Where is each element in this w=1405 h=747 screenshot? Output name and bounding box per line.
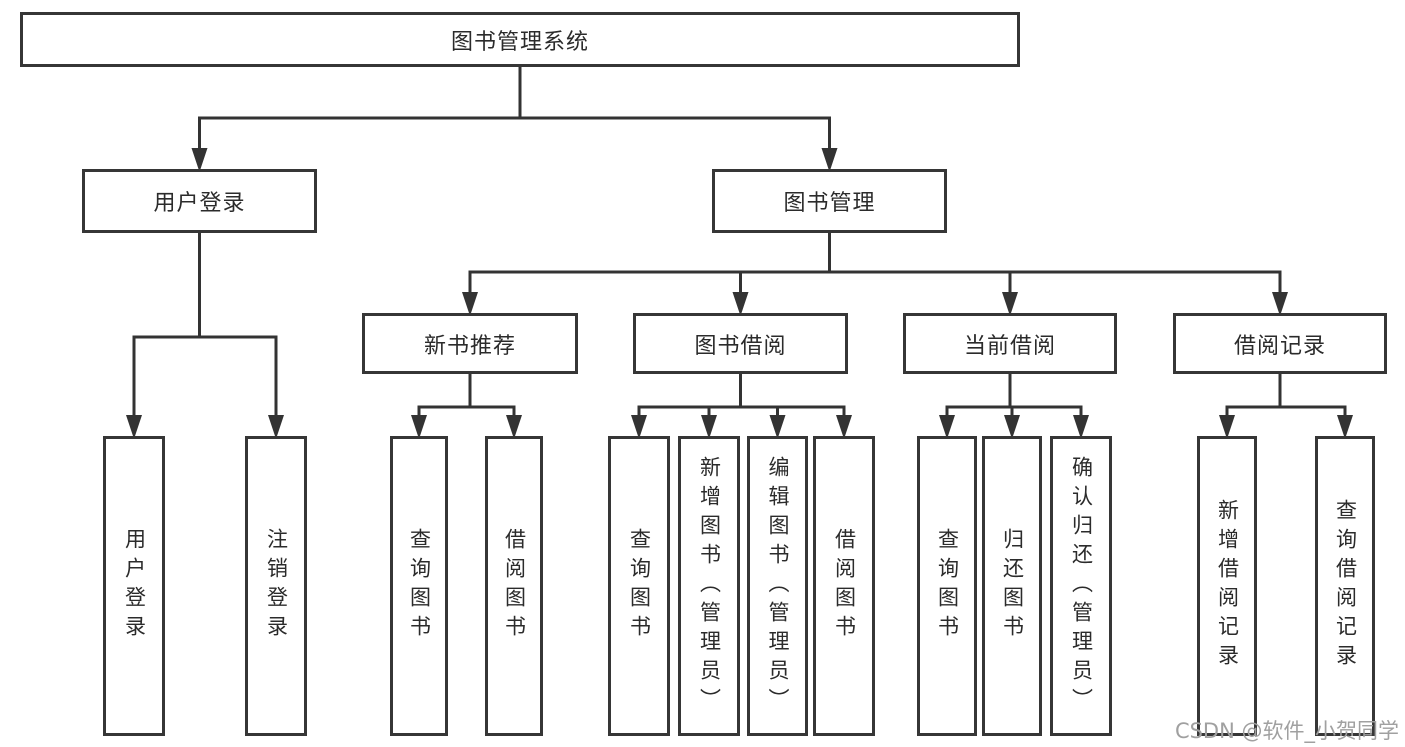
node-label: 借阅图书 — [502, 528, 527, 644]
arrowhead-icon — [732, 292, 749, 316]
node-label: 用户登录 — [122, 528, 147, 644]
node-label: 查询图书 — [935, 528, 960, 644]
arrowhead-icon — [939, 415, 955, 439]
node-login: 用户登录 — [82, 169, 317, 233]
node-label: 新书推荐 — [423, 333, 516, 359]
node-leaf-nb-query: 查询图书 — [390, 436, 448, 736]
node-label: 新增借阅记录 — [1215, 499, 1240, 673]
node-leaf-logout: 注销登录 — [245, 436, 307, 736]
node-current: 当前借阅 — [903, 313, 1117, 374]
arrowhead-icon — [462, 292, 478, 316]
arrowhead-icon — [1004, 415, 1020, 439]
node-label: 注销登录 — [264, 528, 289, 644]
arrowhead-icon — [701, 415, 717, 439]
node-label: 归还图书 — [1000, 528, 1025, 644]
node-label: 图书借阅 — [694, 333, 787, 359]
arrowhead-icon — [1272, 292, 1288, 316]
arrowhead-icon — [631, 415, 647, 439]
arrowhead-icon — [1073, 415, 1089, 439]
arrowhead-icon — [1219, 415, 1235, 439]
node-label: 查询图书 — [407, 528, 432, 644]
node-label: 图书管理 — [783, 191, 876, 216]
arrowhead-icon — [411, 415, 427, 439]
node-records: 借阅记录 — [1173, 313, 1387, 374]
arrowhead-icon — [769, 415, 786, 439]
arrowhead-icon — [506, 415, 522, 439]
node-leaf-bb-add: 新增图书（管理员） — [678, 436, 740, 736]
watermark-text: CSDN @软件_小贺同学 — [1174, 719, 1399, 743]
node-label: 确认归还（管理员） — [1069, 455, 1094, 717]
arrowhead-icon — [836, 415, 852, 439]
node-newbook: 新书推荐 — [362, 313, 578, 374]
node-label: 图书管理系统 — [450, 29, 589, 55]
arrowhead-icon — [1002, 292, 1018, 316]
node-leaf-bb-query: 查询图书 — [608, 436, 670, 736]
arrowhead-icon — [191, 148, 208, 172]
node-label: 用户登录 — [153, 191, 246, 216]
node-label: 借阅图书 — [832, 528, 857, 644]
arrowhead-icon — [821, 148, 838, 172]
node-label: 编辑图书（管理员） — [766, 455, 790, 717]
node-leaf-cb-query: 查询图书 — [917, 436, 977, 736]
node-label: 新增图书（管理员） — [697, 455, 722, 717]
node-leaf-rec-query: 查询借阅记录 — [1315, 436, 1375, 736]
node-leaf-nb-borrow: 借阅图书 — [485, 436, 543, 736]
node-leaf-bb-borrow: 借阅图书 — [813, 436, 875, 736]
node-leaf-rec-add: 新增借阅记录 — [1197, 436, 1257, 736]
arrowhead-icon — [268, 415, 284, 439]
node-leaf-bb-edit: 编辑图书（管理员） — [747, 436, 808, 736]
node-leaf-cb-confirm: 确认归还（管理员） — [1050, 436, 1112, 736]
node-root: 图书管理系统 — [20, 12, 1020, 67]
arrowhead-icon — [1337, 415, 1353, 439]
arrowhead-icon — [126, 415, 142, 439]
node-label: 查询借阅记录 — [1333, 499, 1358, 673]
node-mgmt: 图书管理 — [712, 169, 947, 233]
node-leaf-user-login: 用户登录 — [103, 436, 165, 736]
node-label: 借阅记录 — [1233, 333, 1326, 359]
node-label: 当前借阅 — [963, 333, 1056, 359]
node-borrow: 图书借阅 — [633, 313, 848, 374]
node-leaf-cb-return: 归还图书 — [982, 436, 1042, 736]
node-label: 查询图书 — [627, 528, 652, 644]
